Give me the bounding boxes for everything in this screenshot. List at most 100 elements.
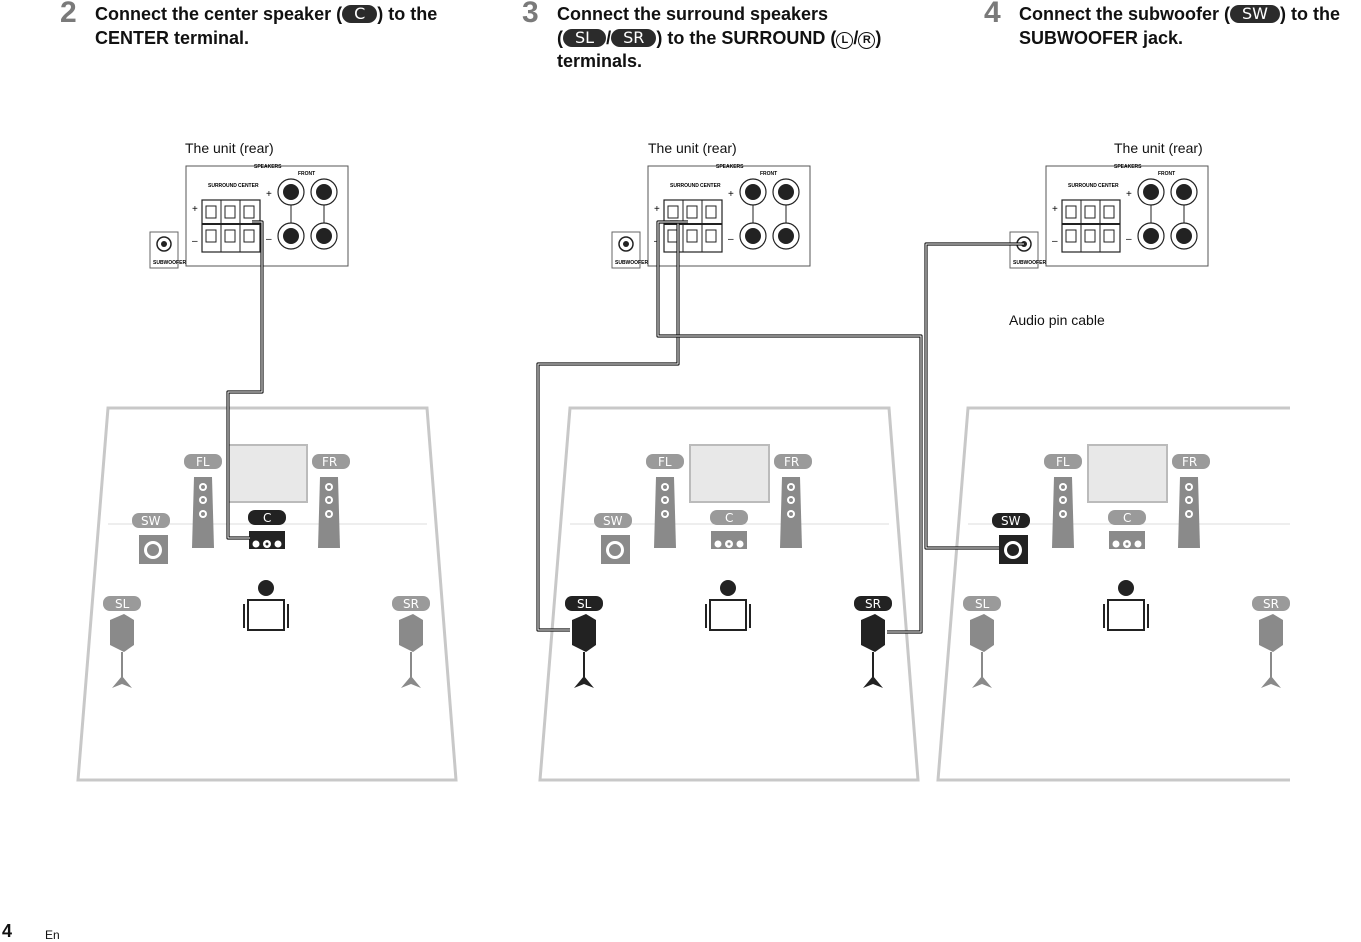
sr-label: SR: [1263, 597, 1279, 611]
step-text-part: Connect the subwoofer (: [1019, 4, 1230, 24]
sr-label: SR: [403, 597, 419, 611]
sl-label: SL: [577, 597, 592, 611]
fl-label: FL: [658, 455, 672, 469]
step-instruction: Connect the surround speakers (SL/SR) to…: [557, 3, 881, 74]
rear-panel: SPEAKERS SURROUND CENTER FRONT + – + –: [1045, 164, 1209, 267]
step-text-part: Connect the surround speakers: [557, 4, 829, 24]
center-speaker: C: [1108, 510, 1146, 549]
front-right-speaker: FR: [1172, 454, 1210, 548]
fl-label: FL: [196, 455, 210, 469]
step-number: 4: [984, 0, 1001, 29]
unit-rear-caption: The unit (rear): [1114, 140, 1203, 156]
subwoofer-jack-label: SUBWOOFER: [1013, 260, 1046, 266]
front-label: FRONT: [760, 171, 777, 177]
plus-sign: +: [266, 189, 272, 200]
speakers-label: SPEAKERS: [1114, 164, 1142, 170]
diagram-surround-speakers: SUBWOOFER SPEAKERS SURROUND CENTER FRONT…: [522, 130, 962, 790]
step-text-part: /: [606, 27, 612, 48]
sl-label: SL: [975, 597, 990, 611]
step-instruction: Connect the subwoofer (SW) to the SUBWOO…: [1019, 3, 1340, 50]
subwoofer-jack-label: SUBWOOFER: [153, 260, 186, 266]
step-text-part: SUBWOOFER jack.: [1019, 27, 1184, 48]
tv-screen: [689, 444, 770, 503]
step-text-part: ) to the: [377, 4, 438, 24]
front-right-speaker: FR: [774, 454, 812, 548]
subwoofer-cable: [924, 242, 1024, 550]
step-instruction: Connect the center speaker (C) to the CE…: [95, 3, 437, 50]
step-text-part: (: [557, 27, 563, 48]
center-label: CENTER: [700, 183, 721, 189]
minus-sign: –: [1126, 234, 1132, 245]
center-label: CENTER: [238, 183, 259, 189]
plus-sign: +: [1126, 189, 1132, 200]
center-label: CENTER: [1098, 183, 1119, 189]
minus-sign: –: [192, 236, 198, 247]
sw-label: SW: [603, 514, 623, 528]
front-left-speaker: FL: [184, 454, 222, 548]
listener-icon: [1103, 580, 1149, 631]
step-text-part: ): [875, 27, 882, 48]
c-label: C: [1123, 511, 1131, 525]
sl-label: SL: [115, 597, 130, 611]
plus-sign: +: [1052, 204, 1058, 215]
front-left-speaker: FL: [1044, 454, 1082, 548]
center-speaker-pill: C: [342, 5, 378, 23]
surround-label: SURROUND: [208, 183, 237, 189]
rear-panel: SPEAKERS SURROUND CENTER FRONT + – + –: [647, 164, 811, 267]
tv-screen: [227, 444, 308, 503]
surround-right-speaker: SR: [1252, 596, 1290, 688]
step-number: 3: [522, 0, 539, 29]
fr-label: FR: [322, 455, 337, 469]
step-text-part: CENTER terminal.: [95, 27, 250, 48]
subwoofer-pill: SW: [1230, 5, 1280, 23]
page-language: En: [45, 928, 60, 942]
step-number: 2: [60, 0, 77, 29]
surround-left-speaker: SL: [565, 596, 603, 688]
surround-label: SURROUND: [670, 183, 699, 189]
sr-label: SR: [865, 597, 881, 611]
step-text-part: ) to the: [1279, 4, 1340, 24]
front-right-speaker: FR: [312, 454, 350, 548]
speakers-label: SPEAKERS: [716, 164, 744, 170]
surround-label: SURROUND: [1068, 183, 1097, 189]
surround-left-pill: SL: [563, 28, 607, 47]
diagram-subwoofer: SUBWOOFER SPEAKERS SURROUND CENTER FRONT…: [921, 130, 1361, 790]
front-label: FRONT: [298, 171, 315, 177]
fl-label: FL: [1056, 455, 1070, 469]
minus-sign: –: [728, 234, 734, 245]
plus-sign: +: [192, 204, 198, 215]
front-left-speaker: FL: [646, 454, 684, 548]
step-text-part: Connect the center speaker (: [95, 4, 343, 24]
step-text-part: ) to the SURROUND (: [656, 27, 837, 48]
unit-rear-caption: The unit (rear): [648, 140, 737, 156]
fr-label: FR: [784, 455, 799, 469]
unit-rear-caption: The unit (rear): [185, 140, 274, 156]
tv-screen: [1087, 444, 1168, 503]
step-text-part: /: [853, 27, 859, 48]
center-speaker: C: [710, 510, 748, 549]
rear-panel: SPEAKERS SURROUND CENTER FRONT + – + –: [185, 164, 349, 267]
left-circle-icon: L: [836, 31, 854, 49]
diagram-center-speaker: SUBWOOFER SPEAKERS SURROUND CENTER FRONT…: [60, 130, 500, 790]
fr-label: FR: [1182, 455, 1197, 469]
listener-icon: [243, 580, 289, 631]
center-speaker: C: [248, 510, 286, 549]
step-text-part: terminals.: [557, 51, 643, 71]
minus-sign: –: [1052, 236, 1058, 247]
surround-right-speaker: SR: [854, 596, 892, 688]
listener-icon: [705, 580, 751, 631]
surround-right-pill: SR: [611, 28, 657, 47]
subwoofer-speaker: SW: [992, 513, 1030, 564]
subwoofer-jack-label: SUBWOOFER: [615, 260, 648, 266]
subwoofer-jack: SUBWOOFER: [1009, 231, 1046, 269]
speakers-label: SPEAKERS: [254, 164, 282, 170]
plus-sign: +: [728, 189, 734, 200]
right-circle-icon: R: [858, 31, 876, 49]
surround-right-speaker: SR: [392, 596, 430, 688]
plus-sign: +: [654, 204, 660, 215]
surround-right-cable: [656, 220, 923, 634]
subwoofer-speaker: SW: [132, 513, 170, 564]
surround-left-speaker: SL: [963, 596, 1001, 688]
page-number: 4: [2, 921, 13, 941]
minus-sign: –: [266, 234, 272, 245]
